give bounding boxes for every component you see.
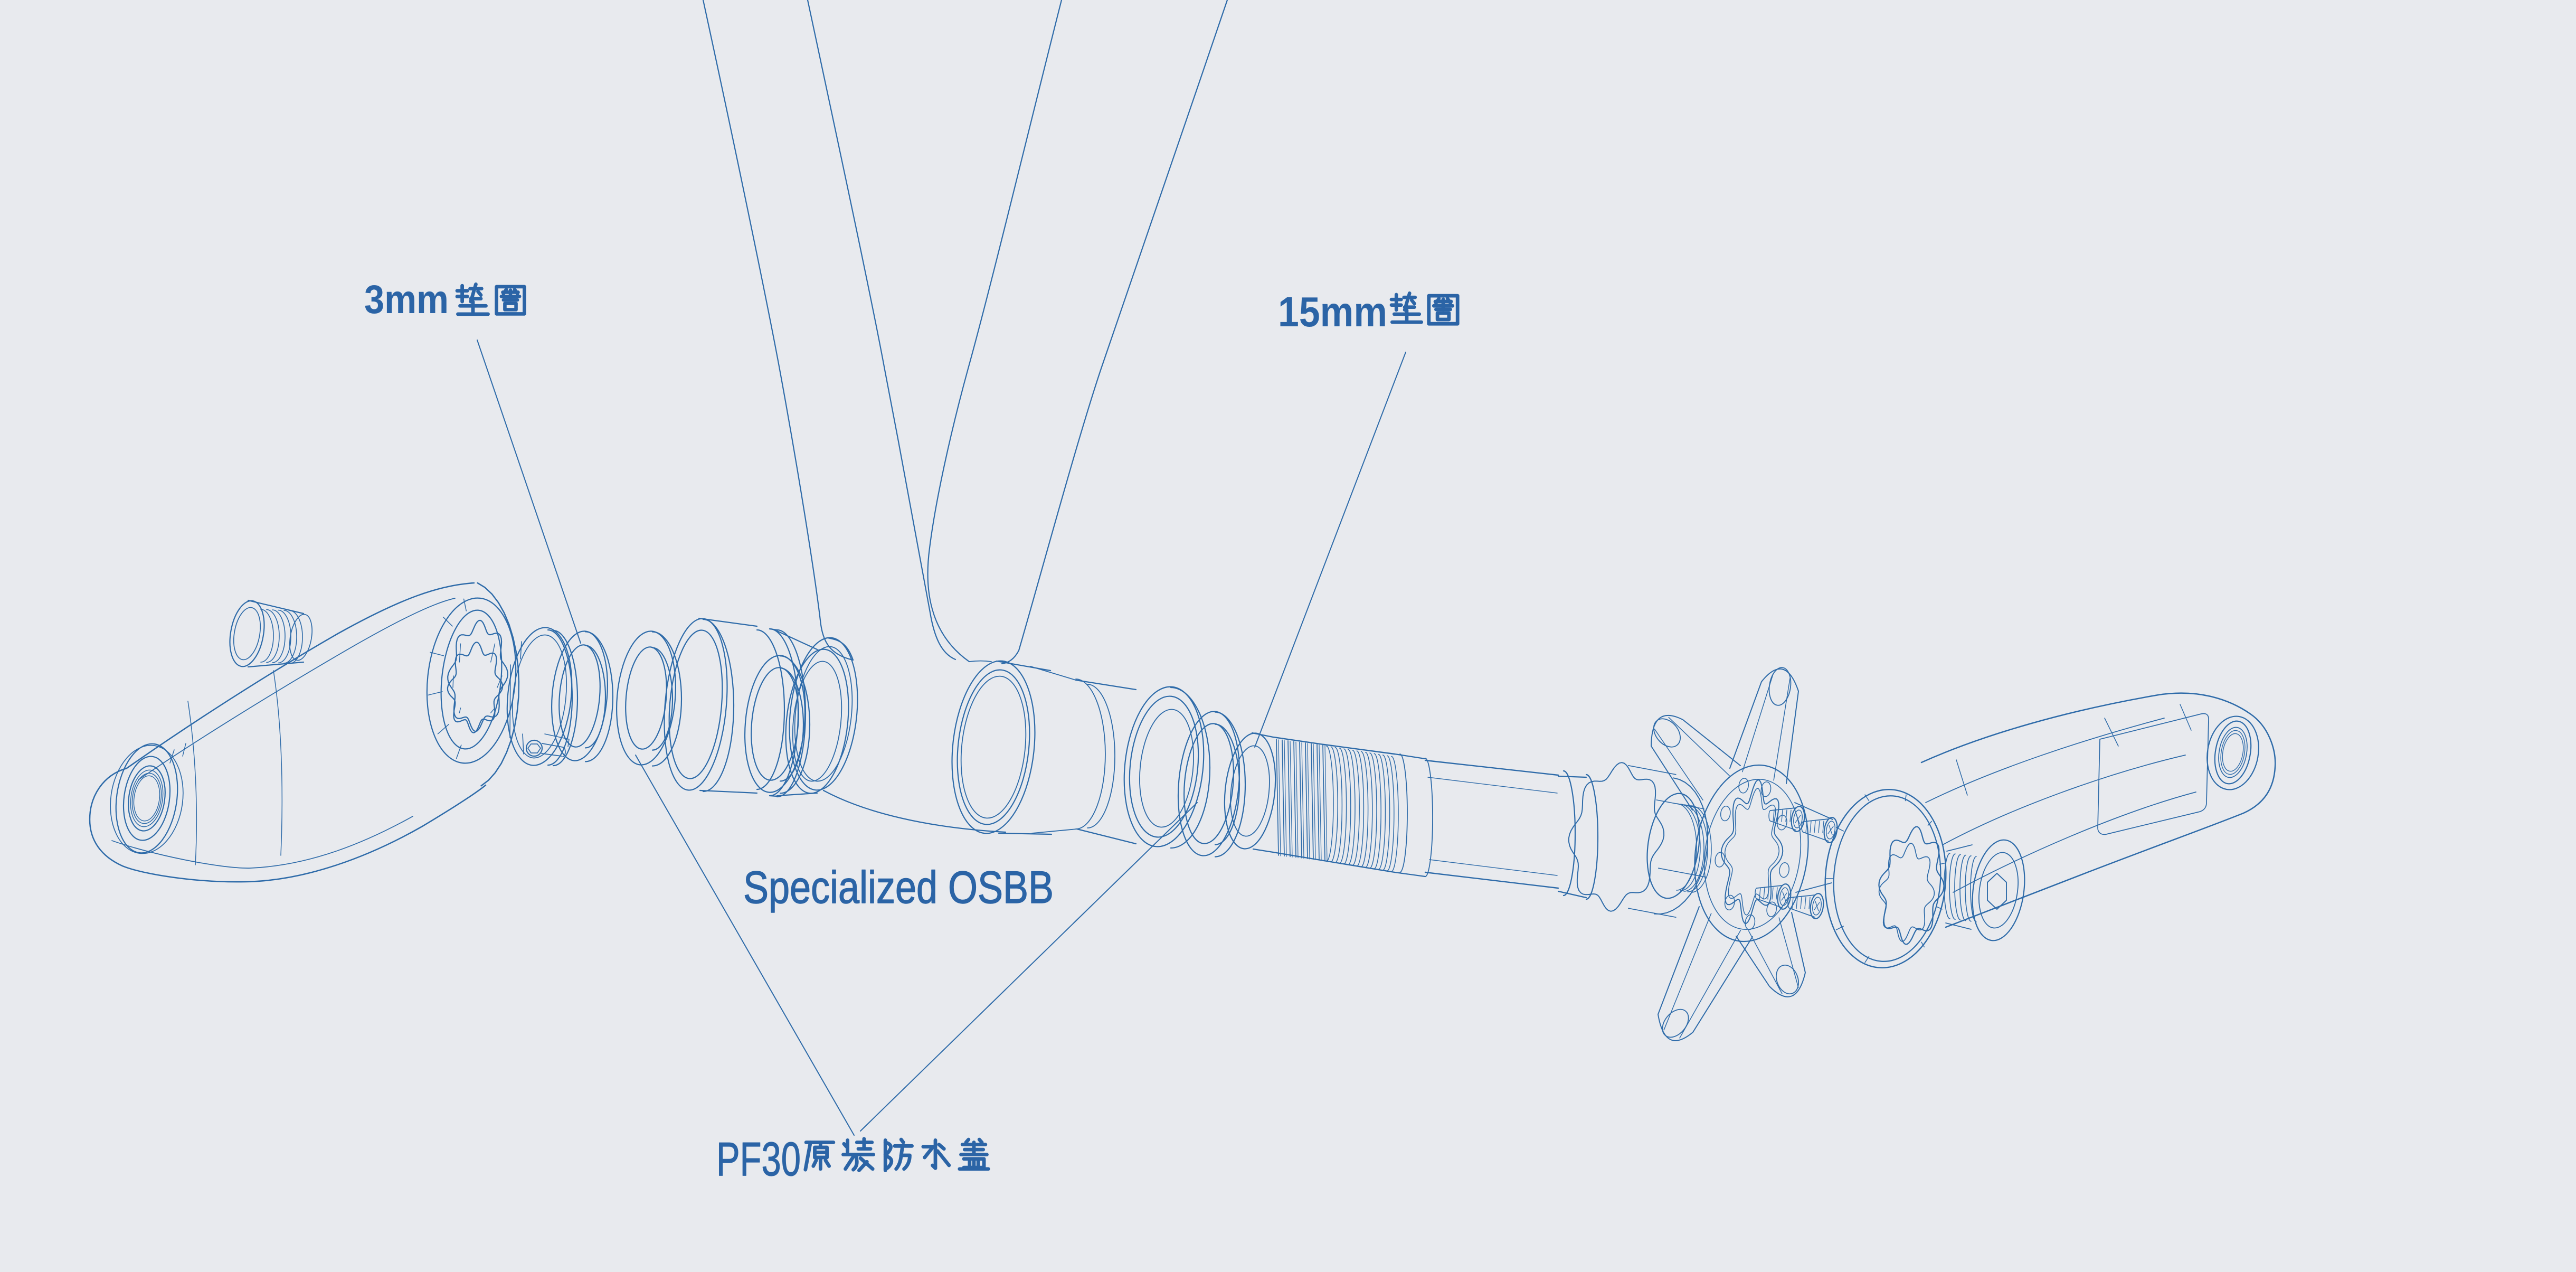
svg-text:PF30: PF30 [716, 1133, 801, 1186]
svg-text:15mm: 15mm [1278, 288, 1387, 335]
svg-text:Specialized OSBB: Specialized OSBB [743, 862, 1054, 913]
svg-text:3mm: 3mm [364, 277, 449, 322]
